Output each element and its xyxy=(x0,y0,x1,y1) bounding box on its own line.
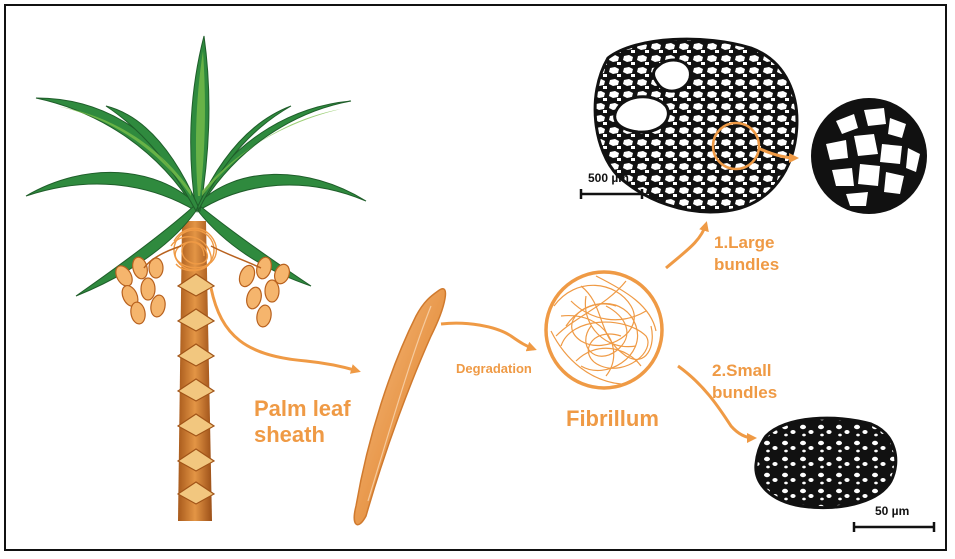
label-degradation: Degradation xyxy=(456,361,532,376)
scale-bar-large xyxy=(581,189,642,199)
leaf-sheath-icon xyxy=(354,289,445,525)
scale-bar-small xyxy=(854,522,934,532)
arrow-tree-to-sheath xyxy=(211,288,358,371)
scale-label-500um: 500 µm xyxy=(588,171,629,185)
bundle-detail-icon xyxy=(811,98,927,214)
scale-label-50um: 50 µm xyxy=(875,504,909,518)
label-sheath-line1: Palm leaf xyxy=(254,396,351,421)
arrow-degradation xyxy=(441,323,534,349)
label-small-bundles-line1: 2.Small xyxy=(712,361,772,380)
figure-frame: Palm leaf sheath Degradation Fibrillum 1… xyxy=(4,4,947,551)
label-small-bundles-line2: bundles xyxy=(712,383,777,402)
label-sheath-line2: sheath xyxy=(254,422,325,447)
label-fibrillum: Fibrillum xyxy=(566,406,659,432)
small-bundle-cross-section-icon xyxy=(756,418,896,507)
label-large-bundles: 1.Large bundles xyxy=(714,232,779,276)
diagram-canvas xyxy=(6,6,947,551)
label-large-bundles-line1: 1.Large xyxy=(714,233,774,252)
date-palm-tree-icon xyxy=(26,36,366,521)
fibrillum-mesh-icon xyxy=(546,272,662,388)
label-small-bundles: 2.Small bundles xyxy=(712,360,777,404)
label-large-bundles-line2: bundles xyxy=(714,255,779,274)
label-palm-leaf-sheath: Palm leaf sheath xyxy=(254,396,351,448)
arrow-to-large-bundles xyxy=(666,224,706,268)
large-bundle-cross-section-icon xyxy=(595,39,797,212)
